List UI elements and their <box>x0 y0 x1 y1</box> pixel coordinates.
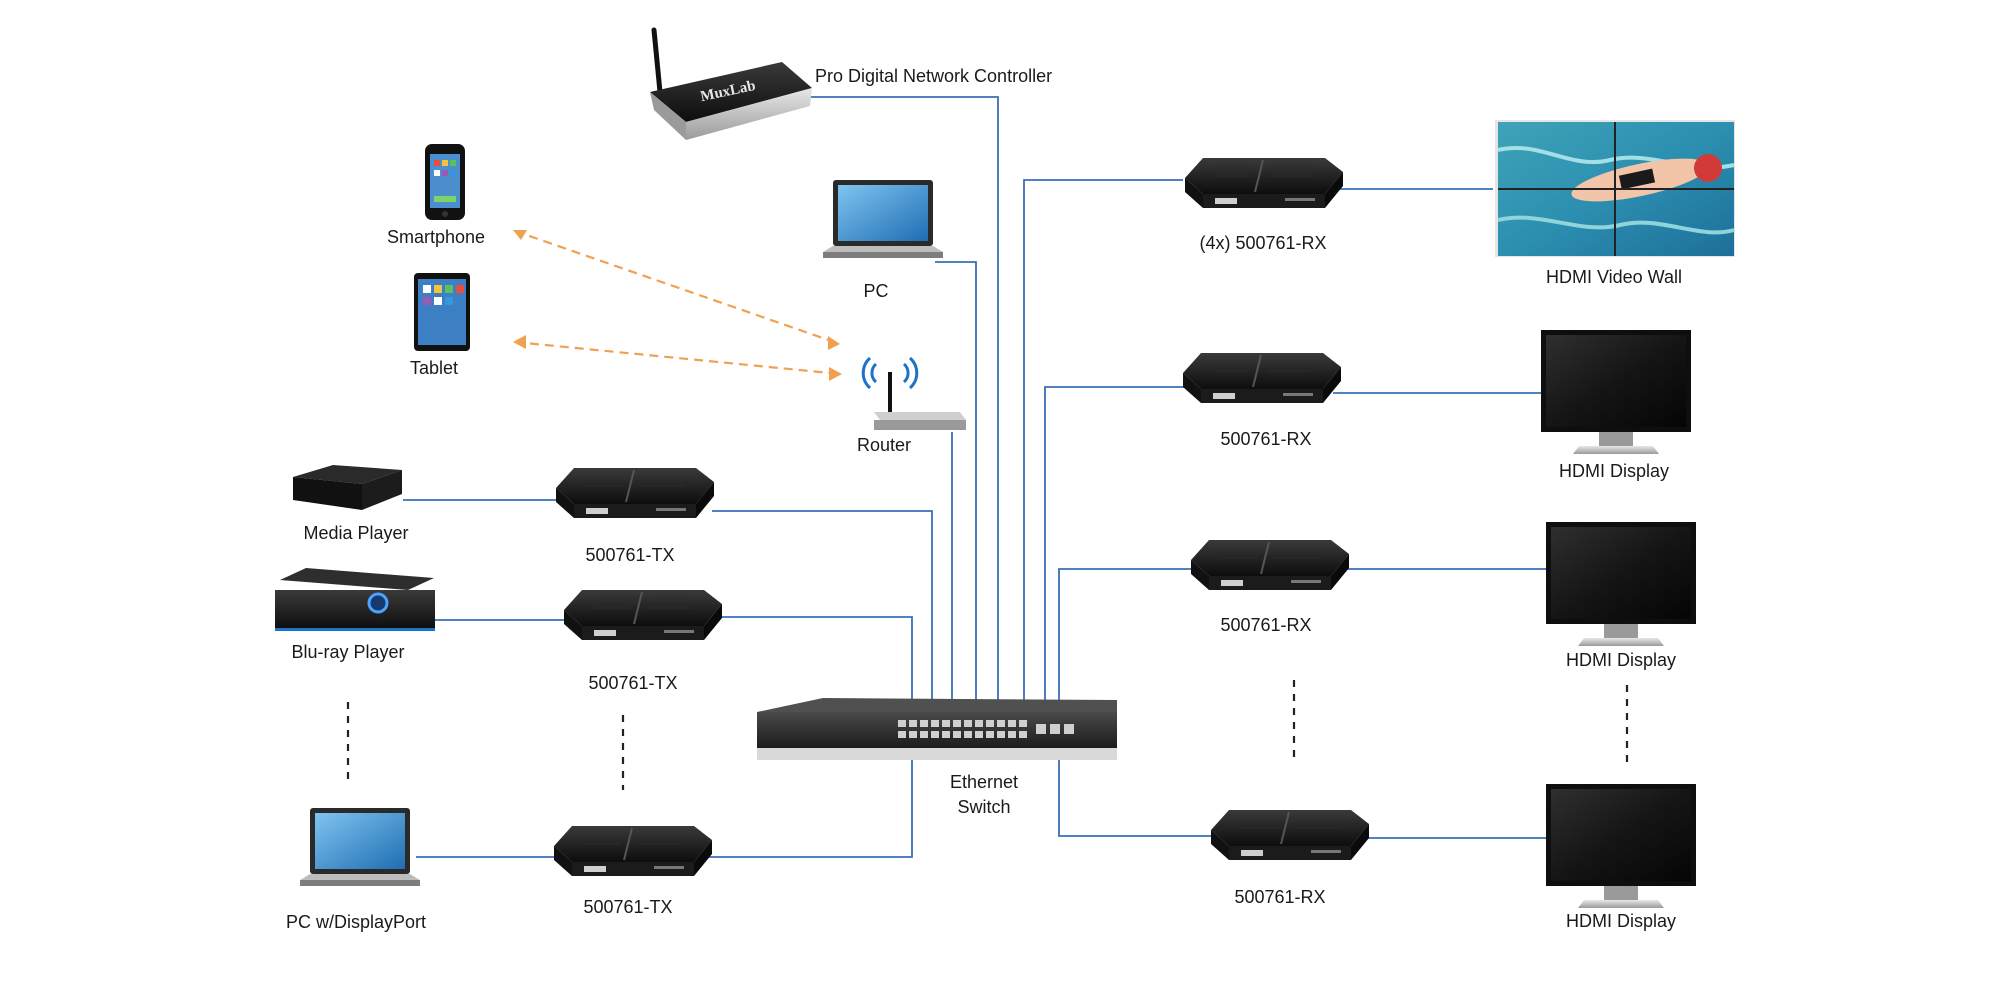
label-display3: HDMI Display <box>1566 911 1676 931</box>
video-wall-icon <box>1495 120 1735 257</box>
rx-extender-3 <box>1210 809 1370 861</box>
cable-switch-rx3 <box>1058 740 1215 837</box>
router-icon <box>861 356 966 430</box>
cable-tx3-switch <box>703 740 913 858</box>
label-tablet: Tablet <box>410 358 458 378</box>
label-tx1: 500761-TX <box>585 545 674 565</box>
tx-extender-2 <box>563 589 723 641</box>
rx-extender-wall <box>1184 157 1344 209</box>
label-media-player: Media Player <box>303 523 408 543</box>
tx-extender-3 <box>553 825 713 877</box>
label-rx1: 500761-RX <box>1220 429 1311 449</box>
cable-tx1-switch <box>712 510 933 710</box>
rx-extender-2 <box>1190 539 1350 591</box>
wireless-links <box>513 229 842 381</box>
arrow-head-tablet <box>513 335 526 349</box>
cable-switch-rxwall <box>1023 179 1183 710</box>
pc-laptop-icon <box>823 180 943 258</box>
label-smartphone: Smartphone <box>387 227 485 247</box>
label-switch-line1: Ethernet <box>950 772 1018 792</box>
hdmi-display-1-icon <box>1541 330 1691 454</box>
rx-extender-1 <box>1182 352 1342 404</box>
tablet-icon <box>414 273 470 351</box>
hdmi-display-3-icon <box>1546 784 1696 908</box>
label-tx2: 500761-TX <box>588 673 677 693</box>
arrow-head-router-b <box>829 367 842 381</box>
cable-switch-rx1 <box>1044 386 1189 710</box>
wifi-link-tablet <box>514 340 841 376</box>
smartphone-icon <box>425 144 465 220</box>
cable-pc-switch <box>935 261 977 710</box>
label-rx2: 500761-RX <box>1220 615 1311 635</box>
label-network-controller: Pro Digital Network Controller <box>815 66 1052 86</box>
media-player-icon <box>293 465 402 510</box>
label-display2: HDMI Display <box>1566 650 1676 670</box>
label-rx3: 500761-RX <box>1234 887 1325 907</box>
label-display1: HDMI Display <box>1559 461 1669 481</box>
arrow-head-router-a <box>828 336 840 350</box>
label-pc-displayport: PC w/DisplayPort <box>286 912 426 932</box>
label-switch-line2: Switch <box>957 797 1010 817</box>
tx-extender-1 <box>555 467 715 519</box>
cable-tx2-switch <box>720 616 913 710</box>
hdmi-display-2-icon <box>1546 522 1696 646</box>
ethernet-switch-icon <box>757 698 1117 760</box>
arrow-head-smartphone <box>513 230 527 240</box>
label-tx3: 500761-TX <box>583 897 672 917</box>
bluray-player-icon <box>275 568 435 631</box>
label-rx-wall: (4x) 500761-RX <box>1199 233 1326 253</box>
label-bluray-player: Blu-ray Player <box>291 642 404 662</box>
pc-displayport-laptop-icon <box>300 808 420 886</box>
ethernet-cables <box>403 96 1546 858</box>
wifi-link-smartphone <box>514 229 841 346</box>
continuation-dots <box>346 680 1629 790</box>
label-router: Router <box>857 435 911 455</box>
label-video-wall: HDMI Video Wall <box>1546 267 1682 287</box>
cable-controller-switch <box>805 96 999 710</box>
label-pc: PC <box>863 281 888 301</box>
cable-switch-rx2 <box>1058 568 1197 710</box>
antenna-icon <box>651 27 663 95</box>
network-controller-device: MuxLab <box>650 27 812 140</box>
